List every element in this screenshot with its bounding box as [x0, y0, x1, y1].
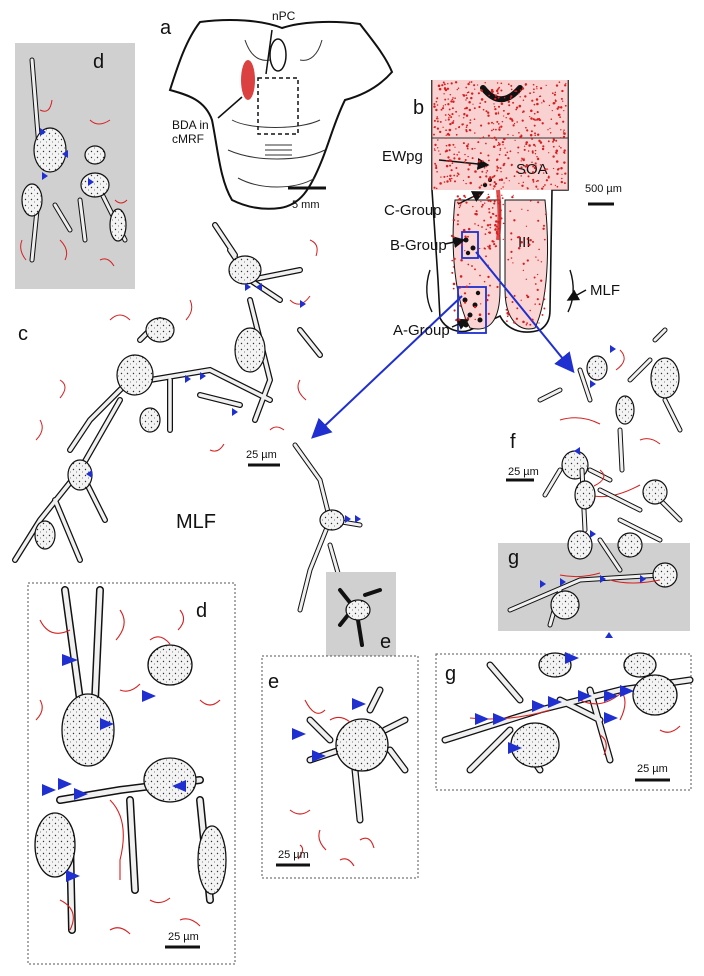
- panel-label-g-bottom: g: [445, 663, 456, 685]
- scale-label-e: 25 µm: [278, 849, 309, 861]
- ewpg-label: EWpg: [382, 148, 423, 165]
- injection-site: [241, 60, 255, 100]
- brainstem-section-outline: [168, 19, 394, 210]
- panel-label-f: f: [510, 431, 516, 453]
- panel-a: a nPC BDA in cMRF 5 mm: [160, 9, 394, 211]
- a-group-label: A-Group: [393, 322, 450, 339]
- panel-label-c: c: [18, 323, 28, 345]
- panel-label-b: b: [413, 97, 424, 119]
- panel-c-right-group: e: [292, 442, 396, 657]
- a-group-box: [457, 286, 487, 334]
- panel-d-bottom: d 25 µm: [27, 582, 236, 965]
- panel-label-d-top: d: [93, 51, 104, 73]
- panel-e-bottom: e 25 µm: [261, 655, 419, 879]
- panel-c: c MLF 25 µm: [12, 222, 323, 563]
- c-group-label: C-Group: [384, 202, 442, 219]
- npc-label: nPC: [272, 9, 296, 23]
- panel-g-bottom: g 25 µm: [435, 652, 694, 791]
- scale-label-d: 25 µm: [168, 931, 199, 943]
- tract-dot-field: [433, 81, 567, 326]
- inset-d-top: d: [15, 43, 135, 289]
- mlf-label-b: MLF: [590, 282, 620, 299]
- oculomotor-nucleus-right: [504, 199, 549, 330]
- panel-label-a: a: [160, 17, 172, 39]
- panel-g-group: g: [498, 467, 690, 638]
- panel-label-e-bottom: e: [268, 671, 279, 693]
- scale-label-c: 25 µm: [246, 449, 277, 461]
- b-group-label: B-Group: [390, 237, 447, 254]
- scale-label-a: 5 mm: [292, 199, 320, 211]
- scale-label-f: 25 µm: [508, 466, 539, 478]
- scale-label-g: 25 µm: [637, 763, 668, 775]
- injection-label-line2: cMRF: [172, 132, 204, 146]
- panel-label-g-inset: g: [508, 547, 519, 569]
- panel-b: b SOA EWpg C-Group B-Group A-Group MLF I…: [311, 80, 622, 439]
- soa-label: SOA: [516, 161, 548, 178]
- panel-f: f 25 µm: [506, 327, 683, 498]
- injection-label-line1: BDA in: [172, 118, 209, 132]
- panel-label-e-inset: e: [380, 631, 391, 653]
- mlf-label-c: MLF: [176, 511, 216, 533]
- scale-label-b: 500 µm: [585, 183, 622, 195]
- panel-label-d-bottom: d: [196, 600, 207, 622]
